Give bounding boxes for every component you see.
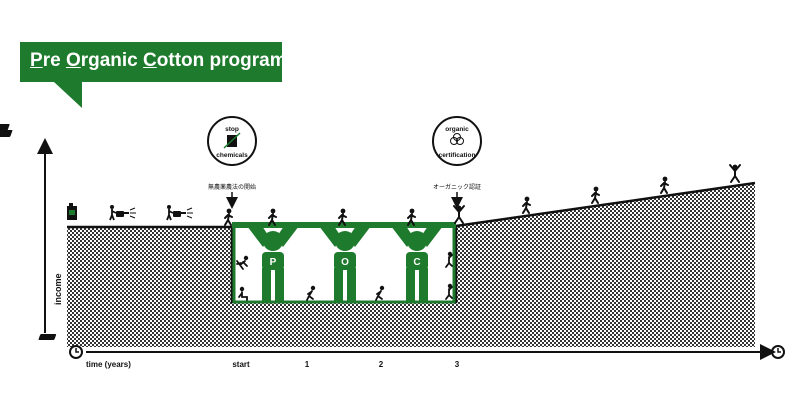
tick-2: 2 — [379, 360, 384, 369]
organic-certification-badge: organic certification — [432, 116, 482, 166]
stop-badge-line1: stop — [225, 126, 239, 133]
income-terrain — [67, 183, 755, 347]
title-cotton-program: otton program — [156, 50, 287, 71]
money-high-icon — [0, 124, 13, 137]
supporter-label-c: C — [413, 257, 420, 268]
fuel-can-icon — [67, 203, 77, 220]
stop-chemicals-badge: stop chemicals — [207, 116, 257, 166]
organic-badge-caption: オーガニック認証 — [433, 183, 481, 191]
title-initial-p: P — [30, 50, 43, 71]
title-initial-c: C — [143, 50, 157, 71]
fuel-can-icon — [223, 132, 241, 149]
crouching-person-icon — [375, 285, 385, 301]
support-pit — [232, 226, 456, 304]
supporter-label-p: P — [270, 257, 277, 268]
sprayer-icon — [166, 204, 194, 221]
organic-badge-line2: certification — [439, 152, 476, 159]
page-title: Pre Organic Cotton program — [30, 50, 287, 72]
title-organic: rganic — [80, 50, 144, 71]
supporter-c — [391, 226, 443, 301]
cheering-person-icon — [453, 205, 465, 224]
cheering-person-icon — [729, 164, 741, 183]
title-pre: re — [42, 50, 66, 71]
tick-start: start — [232, 360, 250, 369]
organic-badge-line1: organic — [445, 126, 469, 133]
stop-badge-line2: chemicals — [216, 152, 248, 159]
money-low-icon — [38, 334, 57, 340]
tick-1: 1 — [305, 360, 310, 369]
title-banner-tail — [54, 82, 82, 108]
clock-end-icon — [771, 345, 785, 359]
sitting-person-icon — [238, 286, 248, 301]
supporter-p — [247, 226, 299, 301]
title-banner — [20, 42, 282, 82]
stop-badge-caption: 無農薬農法の開始 — [208, 183, 256, 191]
supporter-label-o: O — [341, 257, 349, 268]
y-axis-label: income — [53, 273, 63, 305]
crouching-person-icon — [306, 285, 316, 301]
climbing-person-icon — [445, 251, 453, 268]
tick-3: 3 — [455, 360, 460, 369]
supporter-o — [319, 226, 371, 301]
walking-person-icon — [660, 175, 669, 194]
cotton-icon — [450, 133, 464, 145]
falling-person-icon — [236, 255, 249, 270]
title-initial-o: O — [65, 50, 81, 71]
walking-person-icon — [591, 185, 600, 204]
clock-icon — [69, 345, 83, 359]
walking-person-icon — [522, 195, 531, 214]
climbing-person-icon — [445, 283, 453, 300]
sprayer-icon — [109, 204, 137, 221]
walking-person-icon — [224, 207, 233, 226]
x-axis-label: time (years) — [86, 360, 131, 369]
